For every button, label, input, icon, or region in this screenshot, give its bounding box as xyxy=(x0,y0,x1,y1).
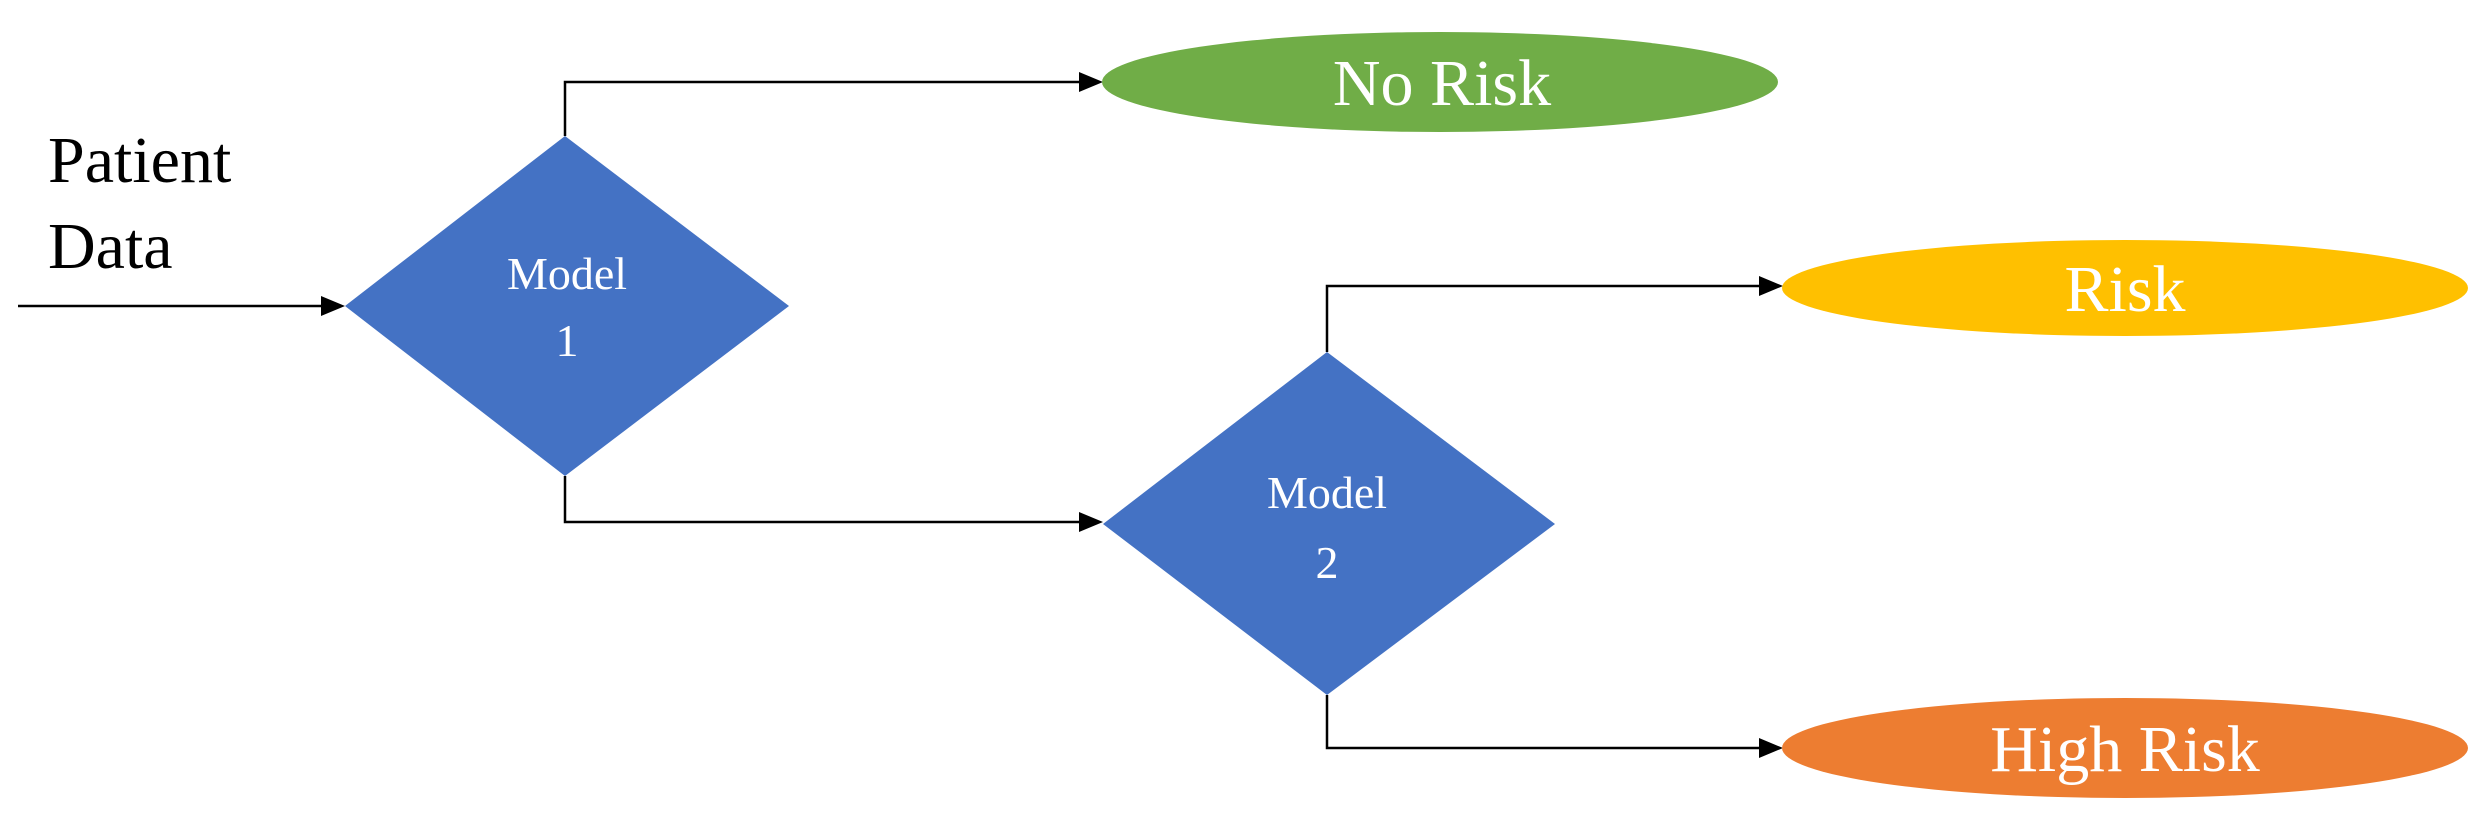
no-risk-ellipse xyxy=(1102,32,1778,132)
model1-decision: Model 1 xyxy=(345,136,789,476)
model2-label-line2: 2 xyxy=(1316,537,1339,588)
model1-label-line2: 1 xyxy=(556,315,579,366)
model2-to-risk-connector xyxy=(1325,284,1760,352)
high-risk-ellipse xyxy=(1782,698,2468,798)
no-risk-outcome: No Risk xyxy=(1102,32,1778,132)
input-label-line2: Data xyxy=(48,210,173,283)
risk-arrowhead xyxy=(1759,276,1783,296)
high-risk-arrowhead xyxy=(1759,738,1783,758)
no-risk-arrowhead xyxy=(1079,72,1103,92)
no-risk-label: No Risk xyxy=(1333,47,1551,120)
model2-arrowhead xyxy=(1079,512,1103,532)
input-label-line1: Patient xyxy=(48,124,231,197)
risk-outcome: Risk xyxy=(1782,240,2468,336)
model1-to-no-risk-connector xyxy=(563,80,1080,136)
model2-decision: Model 2 xyxy=(1103,352,1555,695)
input-arrowhead xyxy=(321,296,345,316)
high-risk-label: High Risk xyxy=(1990,713,2260,786)
model1-diamond xyxy=(345,136,789,476)
risk-label: Risk xyxy=(2064,253,2185,326)
model2-to-high-risk-connector xyxy=(1325,695,1760,750)
model1-label-line1: Model xyxy=(507,248,627,299)
model2-diamond xyxy=(1103,352,1555,695)
high-risk-outcome: High Risk xyxy=(1782,698,2468,798)
model2-label-line1: Model xyxy=(1267,467,1387,518)
model1-to-model2-connector xyxy=(563,476,1080,524)
risk-ellipse xyxy=(1782,240,2468,336)
